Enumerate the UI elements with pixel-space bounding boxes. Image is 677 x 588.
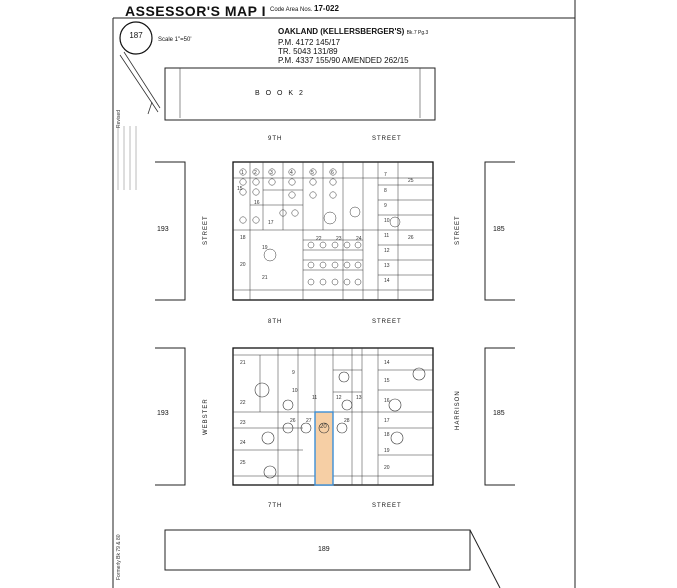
lower-parcel-number: 14: [384, 360, 390, 366]
upper-parcel-number: 16: [254, 200, 260, 206]
street-webster: WEBSTER: [203, 398, 209, 435]
highlight-parcel-number: 20: [320, 424, 327, 430]
lower-parcel-number: 22: [240, 400, 246, 406]
upper-parcel-number: 18: [240, 235, 246, 241]
upper-parcel-number: 20: [240, 262, 246, 268]
street-upper-west: STREET: [203, 215, 209, 245]
upper-parcel-number: 26: [408, 235, 414, 241]
upper-parcel-number: 6: [331, 170, 334, 176]
formerly-note: Formerly Bk 79 & 80: [116, 534, 122, 580]
block-west-lower: 193: [157, 410, 169, 417]
upper-parcel-number: 10: [384, 218, 390, 224]
upper-parcel-number: 19: [262, 245, 268, 251]
upper-parcel-number: 9: [384, 203, 387, 209]
lower-parcel-number: 15: [384, 378, 390, 384]
scale-label: Scale 1"=50': [158, 37, 192, 43]
revised-note: Revised: [116, 109, 122, 128]
lower-parcel-number: 25: [240, 460, 246, 466]
subdivision-line: P.M. 4337 155/90 AMENDED 262/15: [278, 56, 409, 65]
lower-parcel-number: 27: [306, 418, 312, 424]
lower-parcel-number: 9: [292, 370, 295, 376]
upper-parcel-number: 12: [384, 248, 390, 254]
code-area-value: 17-022: [314, 4, 339, 13]
street-harrison: HARRISON: [455, 390, 461, 430]
upper-parcel-number: 14: [384, 278, 390, 284]
upper-parcel-number: 8: [384, 188, 387, 194]
subdivision-list: OAKLAND (KELLERSBERGER'S) Bk.7 Pg.3 P.M.…: [278, 27, 428, 65]
upper-parcel-number: 25: [408, 178, 414, 184]
upper-parcel-number: 1: [241, 170, 244, 176]
lower-parcel-number: 26: [290, 418, 296, 424]
street-9th-label: 9TH: [268, 136, 283, 142]
code-area: Code Area Nos. 17-022: [270, 4, 339, 13]
subdivision-name: OAKLAND (KELLERSBERGER'S): [278, 27, 405, 36]
block-east-upper: 185: [493, 226, 505, 233]
lower-parcel-number: 11: [312, 395, 318, 401]
street-7th-label: 7TH: [268, 503, 283, 509]
street-8th-label: 8TH: [268, 319, 283, 325]
upper-parcel-number: 22: [316, 236, 322, 242]
lower-parcel-number: 19: [384, 448, 390, 454]
lower-parcel-number: 17: [384, 418, 390, 424]
upper-parcel-number: 24: [356, 236, 362, 242]
lower-parcel-number: 24: [240, 440, 246, 446]
street-9th-suffix: STREET: [372, 136, 402, 142]
lower-parcel-number: 18: [384, 432, 390, 438]
lower-parcel-number: 13: [356, 395, 362, 401]
street-8th-suffix: STREET: [372, 319, 402, 325]
upper-parcel-number: 7: [384, 172, 387, 178]
lower-parcel-number: 23: [240, 420, 246, 426]
upper-parcel-number: 15: [237, 186, 243, 192]
street-7th-suffix: STREET: [372, 503, 402, 509]
subdivision-main: OAKLAND (KELLERSBERGER'S) Bk.7 Pg.3: [278, 27, 428, 38]
upper-parcel-number: 3: [270, 170, 273, 176]
book-label: B O O K 2: [255, 90, 305, 97]
upper-parcel-number: 5: [311, 170, 314, 176]
block-west-upper: 193: [157, 226, 169, 233]
lower-parcel-number: 28: [344, 418, 350, 424]
block-east-lower: 185: [493, 410, 505, 417]
upper-parcel-number: 23: [336, 236, 342, 242]
subdivision-line: TR. 5043 131/89: [278, 47, 338, 56]
map-number: 187: [129, 31, 143, 40]
code-area-label: Code Area Nos.: [270, 7, 313, 13]
subdivision-ref: Bk.7 Pg.3: [406, 30, 429, 36]
upper-parcel-number: 17: [268, 220, 274, 226]
subdivision-line: P.M. 4172 145/17: [278, 38, 341, 47]
block-south: 189: [318, 546, 330, 553]
upper-parcel-number: 11: [384, 233, 390, 239]
street-upper-east: STREET: [455, 215, 461, 245]
upper-parcel-number: 13: [384, 263, 390, 269]
map-title: ASSESSOR'S MAP I: [125, 3, 266, 19]
lower-parcel-number: 12: [336, 395, 342, 401]
lower-parcel-number: 21: [240, 360, 246, 366]
lower-parcel-number: 10: [292, 388, 298, 394]
upper-parcel-number: 4: [290, 170, 293, 176]
lower-parcel-number: 16: [384, 398, 390, 404]
upper-parcel-number: 21: [262, 275, 268, 281]
upper-parcel-number: 2: [254, 170, 257, 176]
lower-parcel-number: 20: [384, 465, 390, 471]
